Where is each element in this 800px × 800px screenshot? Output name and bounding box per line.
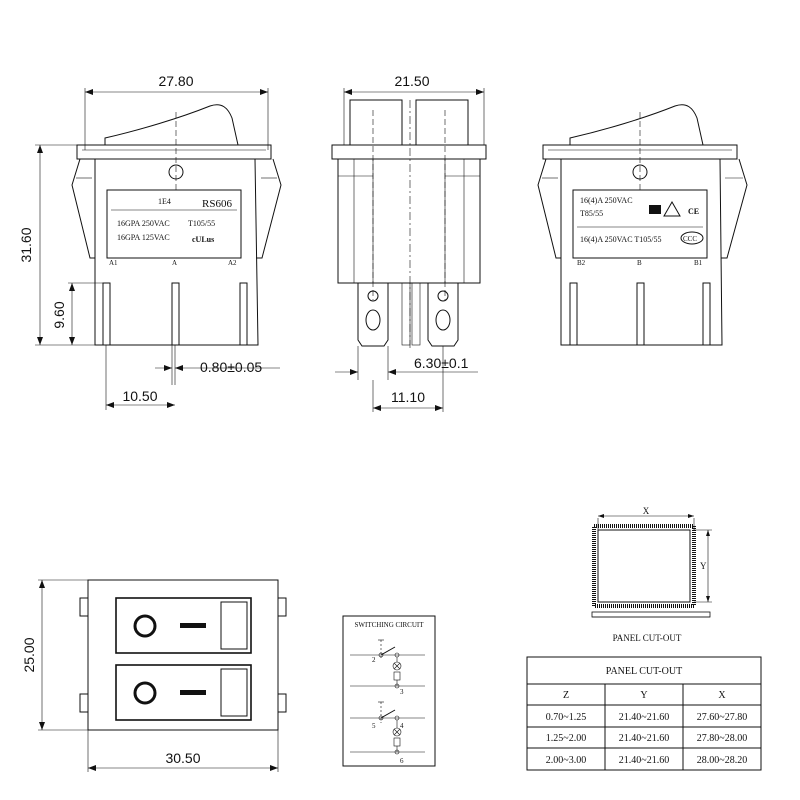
cutout-table-title: PANEL CUT-OUT: [606, 666, 682, 677]
resistor-icon: [393, 671, 401, 681]
front-view: 27.80 1E4 RS606 16GPA 250VAC 16GPA 125VA…: [18, 73, 282, 410]
front-height-dim: 31.60: [18, 227, 34, 262]
on-symbol-icon: [180, 623, 206, 628]
lamp-icon: [392, 661, 402, 671]
cutout-table-cell: 0.70~1.25: [546, 712, 586, 723]
side-width-dim: 21.50: [394, 73, 429, 89]
cutout-table-cell: 21.40~21.60: [619, 733, 669, 744]
front-terminal-dim: 9.60: [51, 301, 67, 328]
top-height-dim: 25.00: [21, 637, 37, 672]
rear-label-temp: T85/55: [580, 209, 603, 218]
rear-view: 16(4)A 250VAC T85/55 16(4)A 250VAC T105/…: [537, 104, 748, 346]
circuit-pin-3: 3: [400, 688, 404, 696]
rear-label-rating-1: 16(4)A 250VAC: [580, 196, 633, 205]
front-offset-dim: 10.50: [122, 388, 157, 404]
circuit-title: SWITCHING CIRCUIT: [354, 621, 424, 629]
side-spacing-dim: 11.10: [391, 389, 425, 405]
cutout-table-header: Z: [563, 690, 569, 701]
cutout-table-cell: 1.25~2.00: [546, 733, 586, 744]
cutout-table-cell: 21.40~21.60: [619, 755, 669, 766]
warning-triangle-icon: [663, 200, 681, 217]
front-label-cert: cULus: [192, 235, 214, 244]
side-view: 21.50 6.30±0.1: [331, 73, 487, 412]
switching-circuit: SWITCHING CIRCUIT 2 3 5 4 6: [342, 615, 436, 767]
top-width-dim: 30.50: [165, 750, 200, 766]
on-symbol-icon: [180, 690, 206, 695]
rear-term-b1: B1: [694, 259, 703, 267]
cutout-caption: PANEL CUT-OUT: [613, 633, 682, 643]
front-thickness-dim: 0.80±0.05: [200, 359, 262, 375]
cutout-label-x: X: [643, 506, 650, 516]
rear-term-b2: B2: [577, 259, 586, 267]
off-symbol-icon: [133, 614, 157, 638]
off-symbol-icon: [133, 681, 157, 705]
rear-label-cert: CE: [688, 207, 699, 216]
circuit-pin-2: 2: [372, 656, 376, 664]
front-label-code: 1E4: [158, 197, 171, 206]
front-label-rating-1: 16GPA 250VAC: [117, 219, 170, 228]
cutout-table-header: X: [718, 690, 726, 701]
front-term-a1: A1: [109, 259, 118, 267]
panel-cutout: X Y PANEL CUT-OUT PANEL CUT-OUT Z Y X 0.…: [526, 506, 762, 771]
resistor-icon: [393, 737, 401, 747]
top-view: 25.00 30.50: [21, 579, 287, 772]
cutout-table-header: Y: [640, 690, 647, 701]
cutout-table-cell: 2.00~3.00: [546, 755, 586, 766]
rear-label-ccc: CCC: [683, 235, 697, 243]
rear-label-rating-2: 16(4)A 250VAC T105/55: [580, 235, 662, 244]
circuit-pin-5: 5: [372, 722, 376, 730]
cutout-table-cell: 21.40~21.60: [619, 712, 669, 723]
circuit-pin-6: 6: [400, 757, 404, 765]
front-width-dim: 27.80: [158, 73, 193, 89]
enec-mark-icon: [649, 205, 661, 214]
rear-term-b: B: [637, 259, 642, 267]
cutout-table-cell: 28.00~28.20: [697, 755, 747, 766]
ccc-mark-icon: [680, 231, 704, 245]
front-label-model: RS606: [202, 198, 232, 210]
side-tab-dim: 6.30±0.1: [414, 355, 469, 371]
cutout-label-y: Y: [700, 561, 707, 571]
cutout-table-cell: 27.60~27.80: [697, 712, 747, 723]
circuit-pin-4: 4: [400, 722, 404, 730]
front-label-temp: T105/55: [188, 219, 215, 228]
front-term-a: A: [172, 259, 177, 267]
front-term-a2: A2: [228, 259, 237, 267]
front-label-rating-2: 16GPA 125VAC: [117, 233, 170, 242]
cutout-table-cell: 27.80~28.00: [697, 733, 747, 744]
lamp-icon: [392, 727, 402, 737]
